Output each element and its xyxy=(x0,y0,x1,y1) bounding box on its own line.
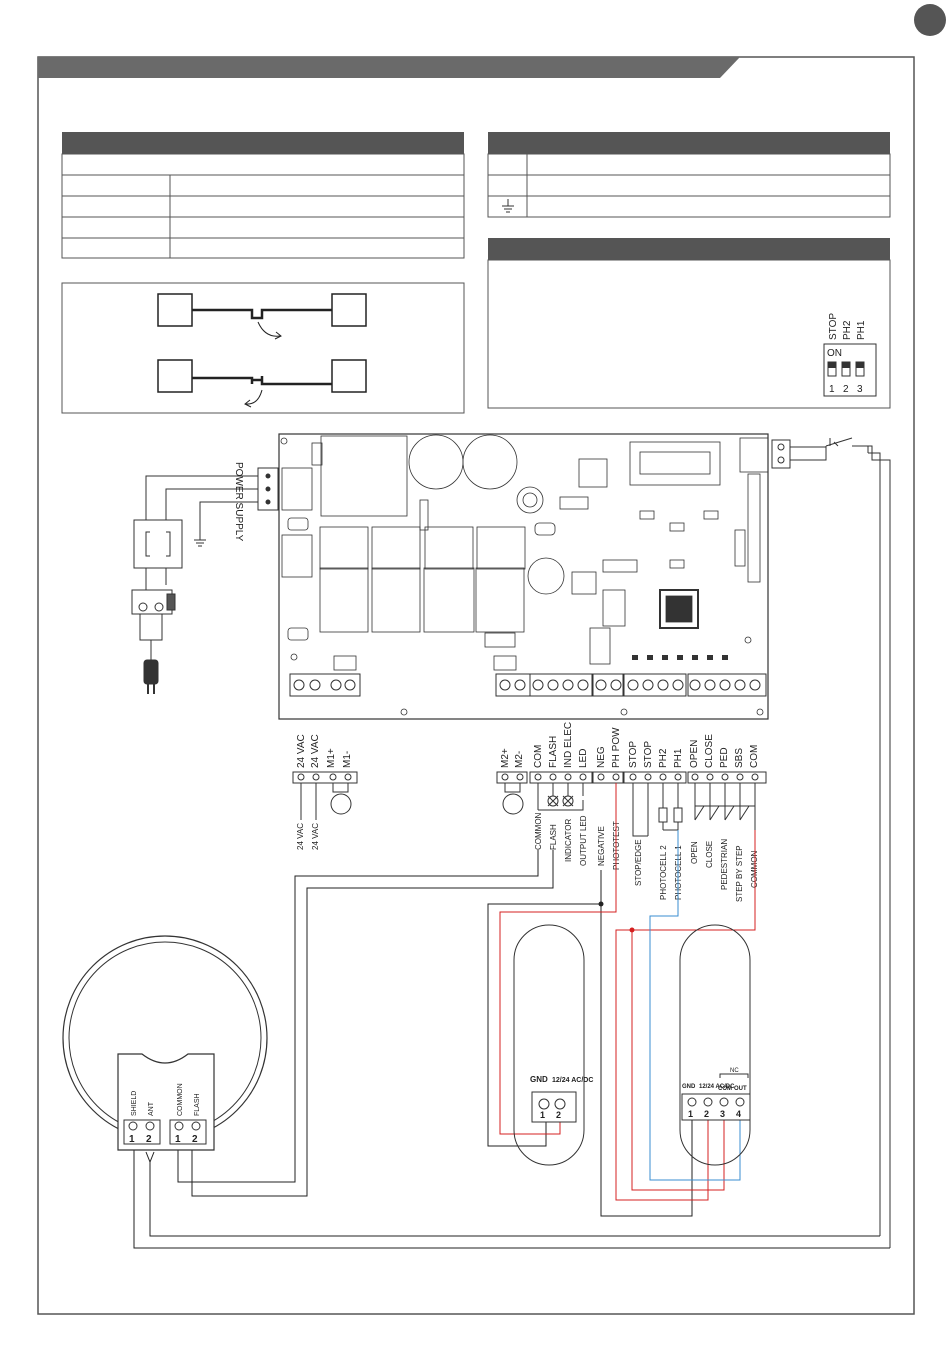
term-stop-2: STOP xyxy=(643,741,654,768)
lamp-label-ant: ANT xyxy=(148,1101,155,1116)
rx-num-2: 2 xyxy=(704,1109,709,1119)
junction-dot xyxy=(598,901,604,907)
dip-label-stop: STOP xyxy=(828,313,839,340)
desc-open: OPEN xyxy=(690,841,699,864)
term-open: OPEN xyxy=(689,740,700,768)
term-m2-plus: M2+ xyxy=(500,748,511,768)
contact-diagram xyxy=(61,282,465,414)
term-com: COM xyxy=(533,745,544,768)
dip-box: ON 1 2 3 STOP PH2 PH1 xyxy=(487,238,891,409)
lamp-label-shield: SHIELD xyxy=(131,1091,138,1116)
rx-out: OUT xyxy=(734,1086,747,1092)
rx-nc: NC xyxy=(730,1068,739,1074)
blue-wire xyxy=(649,830,741,1181)
photocell-transmitter: GND 12/24 AC/DC xyxy=(513,924,593,1166)
term-ph-pow: PH POW xyxy=(611,727,622,768)
term-ph2: PH2 xyxy=(658,748,669,768)
terminal-block-strip xyxy=(292,771,767,837)
dip-on-label: ON xyxy=(827,348,842,359)
flashing-lamp: 1 2 1 2 SHIELD ANT COMMON FLASH xyxy=(62,935,268,1151)
tx-power: 12/24 AC/DC xyxy=(552,1077,593,1084)
term-m1-minus: M1- xyxy=(342,751,353,768)
terminal-labels-top: 24 VAC 24 VAC M1+ M1- M2+ M2- COM FLASH … xyxy=(296,722,760,768)
rx-com: COM xyxy=(718,1086,732,1092)
term-24vac-2: 24 VAC xyxy=(310,734,321,768)
desc-output-led: OUTPUT LED xyxy=(579,815,588,866)
lamp-label-common: COMMON xyxy=(177,1083,184,1116)
desc-stop-edge: STOP/EDGE xyxy=(634,839,643,886)
lamp-num-2: 2 xyxy=(146,1134,152,1145)
terminal-labels-bottom: 24 VAC 24 VAC COMMON FLASH INDICATOR OUT… xyxy=(296,812,759,902)
term-m2-minus: M2- xyxy=(514,751,525,768)
desc-24vac-2: 24 VAC xyxy=(311,823,320,850)
term-m1-plus: M1+ xyxy=(326,748,337,768)
tx-num-1: 1 xyxy=(540,1110,545,1120)
term-close: CLOSE xyxy=(704,734,715,768)
page-badge xyxy=(914,4,946,36)
term-led: LED xyxy=(578,749,589,768)
desc-negative: NEGATIVE xyxy=(597,826,606,866)
term-flash: FLASH xyxy=(548,736,559,768)
rx-num-1: 1 xyxy=(688,1109,693,1119)
term-ped: PED xyxy=(719,747,730,768)
ground-icon xyxy=(502,199,514,213)
lamp-label-flash: FLASH xyxy=(194,1093,201,1116)
term-stop-1: STOP xyxy=(628,741,639,768)
desc-pedestrian: PEDESTRIAN xyxy=(720,839,729,890)
tx-gnd: GND xyxy=(530,1075,548,1084)
term-ph1: PH1 xyxy=(673,748,684,768)
desc-common: COMMON xyxy=(534,812,543,850)
desc-24vac-1: 24 VAC xyxy=(296,823,305,850)
right-table xyxy=(487,132,891,218)
desc-flash: FLASH xyxy=(549,824,558,850)
dip-num-2: 2 xyxy=(843,384,849,395)
lamp-num-4: 2 xyxy=(192,1134,198,1145)
dip-label-ph1: PH1 xyxy=(856,320,867,340)
lamp-num-3: 1 xyxy=(175,1134,181,1145)
dip-label-ph2: PH2 xyxy=(842,320,853,340)
term-neg: NEG xyxy=(596,746,607,768)
photocell-receiver: 1 2 3 4 GND 12/24 AC/DC COM OUT NC xyxy=(679,924,751,1166)
desc-photocell-2: PHOTOCELL 2 xyxy=(659,845,668,900)
dip-switch: ON 1 2 3 STOP PH2 PH1 xyxy=(823,313,877,397)
black-wires xyxy=(133,850,890,1249)
tx-num-2: 2 xyxy=(556,1110,561,1120)
desc-close: CLOSE xyxy=(705,841,714,868)
dip-num-1: 1 xyxy=(829,384,835,395)
term-24vac-1: 24 VAC xyxy=(296,734,307,768)
left-table xyxy=(61,132,465,259)
term-ind-elec: IND ELEC xyxy=(563,722,574,768)
lamp-num-1: 1 xyxy=(129,1134,135,1145)
term-com-2: COM xyxy=(749,745,760,768)
desc-indicator: INDICATOR xyxy=(564,819,573,862)
term-sbs: SBS xyxy=(734,748,745,768)
rx-gnd: GND xyxy=(682,1084,696,1090)
junction-dot-red xyxy=(629,927,635,933)
limit-switch xyxy=(771,437,891,1248)
top-header-band xyxy=(38,57,740,78)
rx-num-3: 3 xyxy=(720,1109,725,1119)
desc-step-by-step: STEP BY STEP xyxy=(735,845,744,902)
dip-num-3: 3 xyxy=(857,384,863,395)
control-board xyxy=(278,433,769,720)
red-wires xyxy=(499,783,756,1201)
power-supply-circuit xyxy=(131,467,279,694)
rx-num-4: 4 xyxy=(736,1109,741,1119)
rx-power: 12/24 AC/DC xyxy=(699,1084,735,1090)
power-supply-label: POWER SUPPLY xyxy=(233,462,244,542)
